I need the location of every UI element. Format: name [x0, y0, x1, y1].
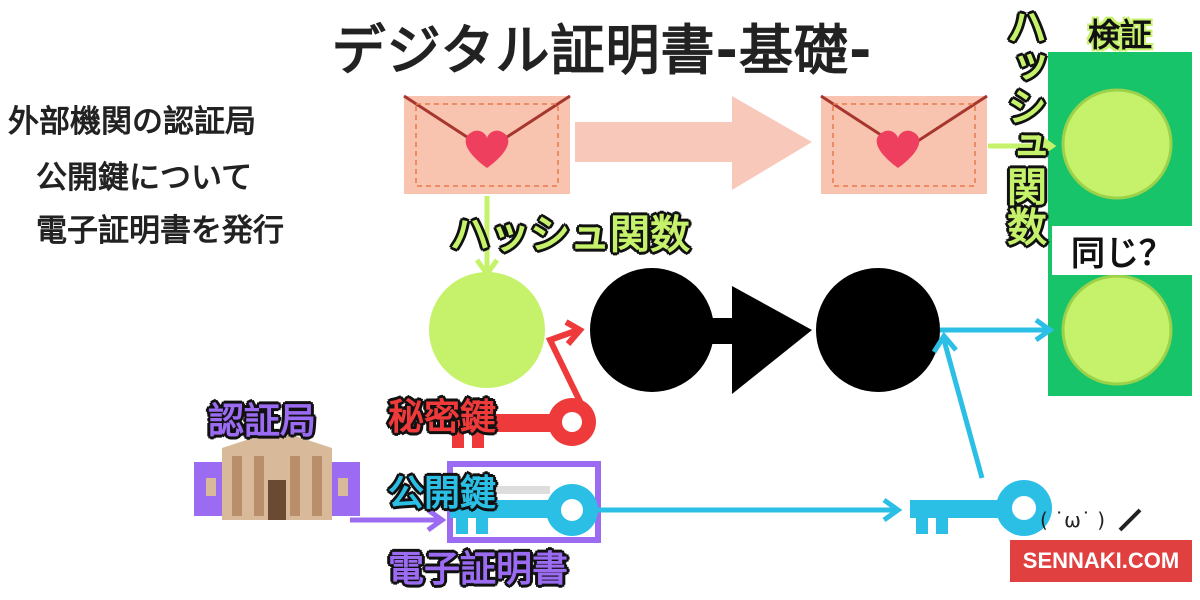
- hash-function-label: ハッシュ関数: [450, 212, 690, 258]
- certificate-authority-label: 認証局: [208, 401, 317, 442]
- building-icon: [194, 430, 360, 520]
- page-title: デジタル証明書-基礎-: [331, 19, 873, 82]
- pink-arrow-icon: [575, 96, 812, 190]
- envelope-heart-icon: [403, 94, 571, 194]
- description-line-2: 公開鍵について: [36, 160, 253, 196]
- same-question-label: 同じ？: [1052, 226, 1192, 275]
- brand-logo: SENNAKI.COM: [1010, 540, 1192, 582]
- description-line-1: 外部機関の認証局: [8, 104, 256, 140]
- key-icon: [450, 484, 598, 536]
- verify-circle-top: [1061, 88, 1173, 200]
- green-arrow-icon: [988, 133, 1057, 159]
- envelope-heart-icon: [820, 94, 988, 194]
- verify-circle-bottom: [1061, 274, 1173, 386]
- private-key-label: 秘密鍵: [388, 397, 497, 438]
- blue-arrow-icon: [931, 331, 985, 479]
- vertical-text: ハッシュ関数: [1000, 6, 1046, 246]
- kaomoji: ( ˙ω˙ ): [1040, 508, 1106, 532]
- hash-function-vertical-label: ハッシュ関数: [994, 6, 1052, 254]
- blue-arrow-icon: [940, 317, 1055, 343]
- hash-value-circle: [429, 272, 545, 388]
- description-line-3: 電子証明書を発行: [36, 213, 284, 249]
- purple-arrow-icon: [350, 507, 447, 533]
- verify-label: 検証: [1087, 16, 1152, 54]
- digital-certificate-label: 電子証明書: [388, 549, 569, 590]
- encrypted-circle-left: [590, 268, 714, 392]
- key-icon: [910, 480, 1052, 536]
- key-icon: [448, 398, 596, 448]
- pen-icon: [1118, 508, 1142, 532]
- encrypted-circle-right: [816, 268, 940, 392]
- black-arrow-icon: [700, 286, 812, 394]
- red-arrow-icon: [545, 319, 591, 420]
- public-key-label: 公開鍵: [388, 473, 497, 514]
- blue-arrow-icon: [598, 497, 903, 523]
